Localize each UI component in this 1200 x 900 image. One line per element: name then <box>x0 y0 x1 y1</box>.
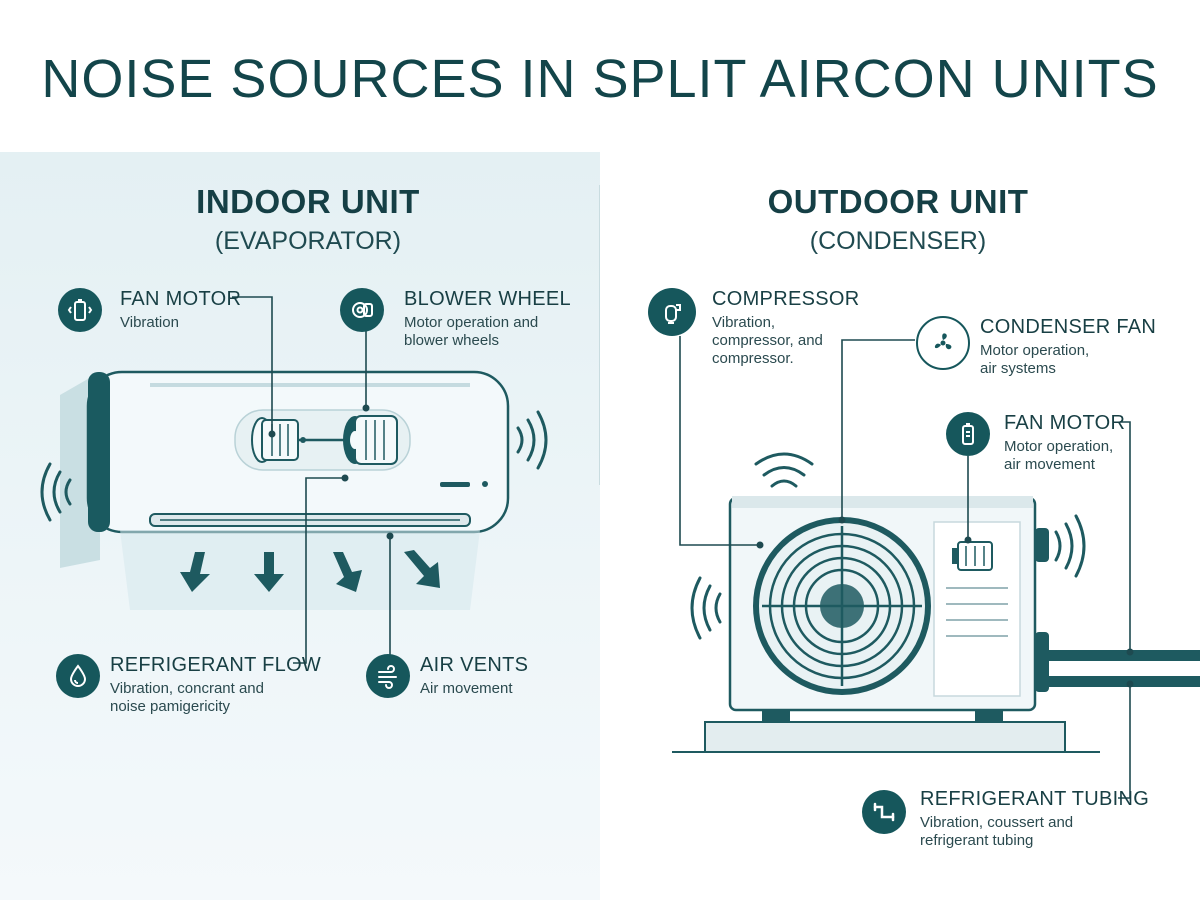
callout-air-vents: AIR VENTS Air movement <box>420 654 528 698</box>
callout-label: FAN MOTOR <box>120 288 242 310</box>
leader-compressor <box>679 336 760 546</box>
callout-indoor-fan-motor: FAN MOTOR Vibration <box>120 288 241 332</box>
leader-outdoor-fan-motor <box>1120 421 1131 654</box>
refrigerant-pipe-lower <box>1045 676 1200 687</box>
airflow-arrows <box>180 550 440 592</box>
callout-label: FAN MOTOR <box>1004 412 1126 434</box>
leader-refrigerant-tubing <box>1118 682 1131 799</box>
outdoor-fan-motor <box>952 541 993 571</box>
callout-blower-wheel: BLOWER WHEEL Motor operation and blower … <box>404 288 571 350</box>
outdoor-sound-waves-right <box>1054 514 1086 578</box>
blower-wheel-icon <box>340 288 384 332</box>
callout-label: REFRIGERANT TUBING <box>920 788 1150 810</box>
indoor-subheading: (EVAPORATOR) <box>214 227 402 255</box>
droplet-icon <box>56 654 100 698</box>
fan-icon <box>916 316 970 370</box>
indoor-unit-front-band <box>88 372 110 532</box>
indoor-status-led <box>482 481 488 487</box>
callout-desc: Vibration <box>120 314 179 331</box>
outdoor-heading-block: OUTDOOR UNIT (CONDENSER) <box>718 183 1078 256</box>
indoor-heading: INDOOR UNIT <box>196 183 420 220</box>
indoor-sound-waves-right <box>516 410 548 470</box>
callout-label: CONDENSER FAN <box>980 316 1157 338</box>
callout-desc: Vibration, concrant and noise pamigerici… <box>110 680 264 715</box>
callout-desc: Motor operation and blower wheels <box>404 314 539 349</box>
callout-condenser-fan: CONDENSER FAN Motor operation, air syste… <box>980 316 1156 378</box>
indoor-heading-block: INDOOR UNIT (EVAPORATOR) <box>128 183 488 256</box>
callout-desc: Vibration, coussert and refrigerant tubi… <box>920 814 1074 849</box>
leader-fan-motor <box>232 296 273 432</box>
outdoor-base-plate <box>704 721 1066 753</box>
callout-refrigerant-tubing: REFRIGERANT TUBING Vibration, coussert a… <box>920 788 1149 850</box>
callout-label: BLOWER WHEEL <box>404 288 571 310</box>
refrigerant-pipe-upper <box>1045 650 1200 661</box>
indoor-sound-waves-left <box>40 462 72 522</box>
outdoor-subheading: (CONDENSER) <box>809 227 987 255</box>
wind-icon <box>366 654 410 698</box>
callout-refrigerant-flow: REFRIGERANT FLOW Vibration, concrant and… <box>110 654 321 716</box>
indoor-display-led <box>440 482 470 487</box>
callout-label: AIR VENTS <box>420 654 529 676</box>
section-divider <box>599 185 600 485</box>
outdoor-sound-waves-left <box>690 576 722 640</box>
callout-desc: Vibration, compressor, and compressor. <box>712 314 823 367</box>
indoor-blower-wheel <box>343 415 398 465</box>
leader-refrigerant-flow <box>293 477 345 664</box>
fan-motor-indoor-icon <box>58 288 102 332</box>
outdoor-sound-waves-top <box>754 452 814 488</box>
pipe-icon <box>862 790 906 834</box>
callout-outdoor-fan-motor: FAN MOTOR Motor operation, air movement <box>1004 412 1125 474</box>
page-title: NOISE SOURCES IN SPLIT AIRCON UNITS <box>41 49 1159 109</box>
callout-compressor: COMPRESSOR Vibration, compressor, and co… <box>712 288 859 368</box>
indoor-fan-motor <box>251 417 299 463</box>
callout-label: COMPRESSOR <box>712 288 860 310</box>
leader-condenser-fan <box>841 339 915 520</box>
fan-motor-outdoor-icon <box>946 412 990 456</box>
outdoor-heading: OUTDOOR UNIT <box>767 183 1029 220</box>
callout-desc: Air movement <box>420 680 513 697</box>
callout-label: REFRIGERANT FLOW <box>110 654 322 676</box>
callout-desc: Motor operation, air movement <box>1004 438 1114 473</box>
compressor-icon <box>648 288 696 336</box>
callout-desc: Motor operation, air systems <box>980 342 1090 377</box>
